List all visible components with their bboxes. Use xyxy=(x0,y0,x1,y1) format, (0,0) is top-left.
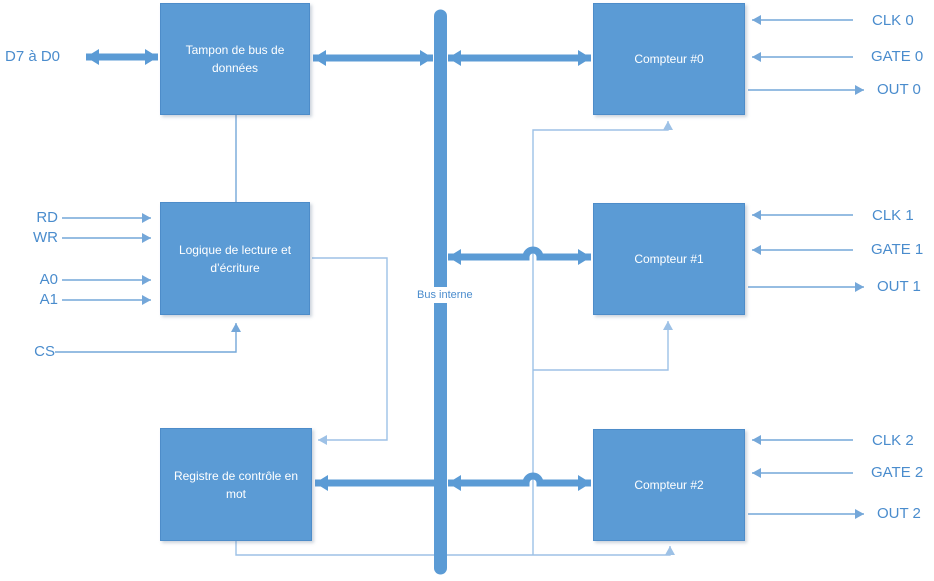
block-compteur1-label: Compteur #1 xyxy=(634,252,704,266)
label-out-1: OUT 1 xyxy=(877,278,921,295)
block-tampon-label: Tampon de bus de données xyxy=(185,43,285,75)
label-gate-0: GATE 0 xyxy=(871,48,924,65)
line-branch-to-compteur1 xyxy=(533,321,673,371)
label-gate-2: GATE 2 xyxy=(871,464,924,481)
block-compteur-2: Compteur #2 xyxy=(593,429,745,541)
block-compteur0-label: Compteur #0 xyxy=(634,52,704,66)
label-wr: WR xyxy=(33,229,58,246)
line-registre-to-compteur2 xyxy=(235,541,675,556)
label-out-0: OUT 0 xyxy=(877,81,921,98)
block-tampon-bus-donnees: Tampon de bus de données xyxy=(160,3,310,115)
arrow-bus-compteur1 xyxy=(448,246,591,265)
arrow-cs xyxy=(55,323,241,353)
label-gate-1: GATE 1 xyxy=(871,241,924,258)
label-a1: A1 xyxy=(39,291,58,308)
block-logique-lecture-ecriture: Logique de lecture et d’écriture xyxy=(160,202,310,315)
label-out-2: OUT 2 xyxy=(877,505,921,522)
line-riser-to-compteur0 xyxy=(532,121,673,555)
bus-interne-label: Bus interne xyxy=(414,287,476,303)
label-d7-d0: D7 à D0 xyxy=(5,48,61,65)
arrow-bus-compteur2 xyxy=(448,472,591,491)
label-clk-2: CLK 2 xyxy=(872,432,914,449)
block-compteur2-label: Compteur #2 xyxy=(634,478,704,492)
block-compteur-1: Compteur #1 xyxy=(593,203,745,315)
label-cs: CS xyxy=(34,343,55,360)
block-registre-controle: Registre de contrôle en mot xyxy=(160,428,312,541)
line-logique-to-registre xyxy=(312,257,388,445)
block-logique-label: Logique de lecture et d’écriture xyxy=(178,242,292,275)
label-a0: A0 xyxy=(39,271,58,288)
block-registre-label: Registre de contrôle en mot xyxy=(173,468,299,501)
label-clk-1: CLK 1 xyxy=(872,207,914,224)
label-clk-0: CLK 0 xyxy=(872,12,914,29)
block-compteur-0: Compteur #0 xyxy=(593,3,745,115)
label-rd: RD xyxy=(36,209,58,226)
